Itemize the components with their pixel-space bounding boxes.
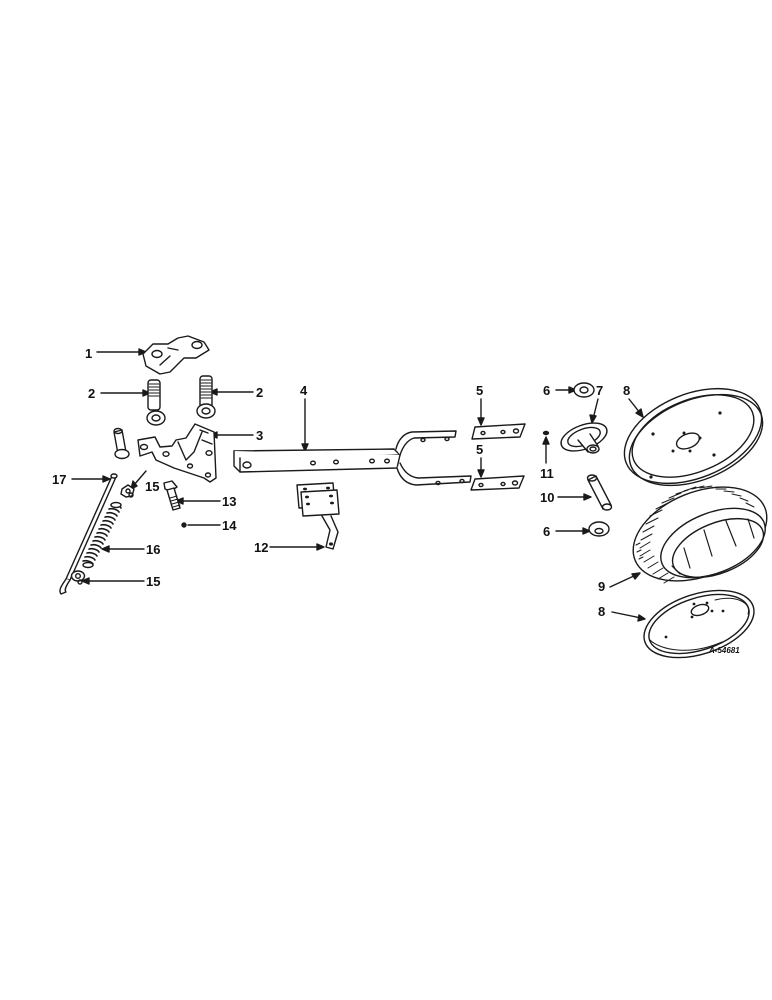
part-2-eye-bolt-right [196, 375, 216, 419]
part-12-scraper-bracket [296, 482, 340, 550]
callout-13: 13 [222, 494, 237, 509]
part-17-spring-rod [59, 473, 118, 595]
callout-3: 3 [256, 428, 264, 443]
part-4-wheel-arm-frame [233, 430, 472, 486]
part-9-rubber-tire [632, 485, 768, 584]
part-11-grease-fitting [542, 430, 550, 436]
part-5-spacer-plates [470, 423, 526, 491]
callout-6a: 6 [543, 383, 551, 398]
callout-17: 17 [52, 472, 67, 487]
part-15-clamp-nut-lower [70, 570, 86, 585]
callout-4: 4 [300, 383, 308, 398]
callout-8a: 8 [623, 383, 631, 398]
part-16-compression-spring [82, 501, 122, 569]
part-15-clamp-nut-upper [120, 484, 135, 498]
callout-5b: 5 [476, 442, 484, 457]
callout-16: 16 [146, 542, 161, 557]
part-3-mounting-bracket [113, 423, 217, 483]
part-8-wheel-disc-outer [623, 387, 764, 487]
callout-12: 12 [254, 540, 269, 555]
callout-7: 7 [596, 383, 604, 398]
callout-2b: 2 [256, 385, 264, 400]
callout-5a: 5 [476, 383, 484, 398]
callout-15a: 15 [145, 479, 160, 494]
part-8-wheel-disc-inner [643, 589, 755, 659]
callout-9: 9 [598, 579, 606, 594]
part-13-bolt [163, 480, 181, 511]
part-7-hub [560, 422, 608, 454]
drawing-reference-number: A-54681 [709, 646, 740, 655]
callout-15b: 15 [146, 574, 161, 589]
part-14-cotter-pin [182, 523, 186, 527]
callout-6b: 6 [543, 524, 551, 539]
callout-2a: 2 [88, 386, 96, 401]
callout-8b: 8 [598, 604, 606, 619]
part-10-axle-bushing [586, 474, 613, 511]
callout-10: 10 [540, 490, 555, 505]
callout-14: 14 [222, 518, 237, 533]
part-1-bracket-plate [142, 335, 210, 375]
part-6-washers [573, 382, 610, 537]
part-2-eye-bolt-left [146, 379, 166, 426]
callout-1: 1 [85, 346, 93, 361]
callout-11: 11 [540, 466, 554, 481]
